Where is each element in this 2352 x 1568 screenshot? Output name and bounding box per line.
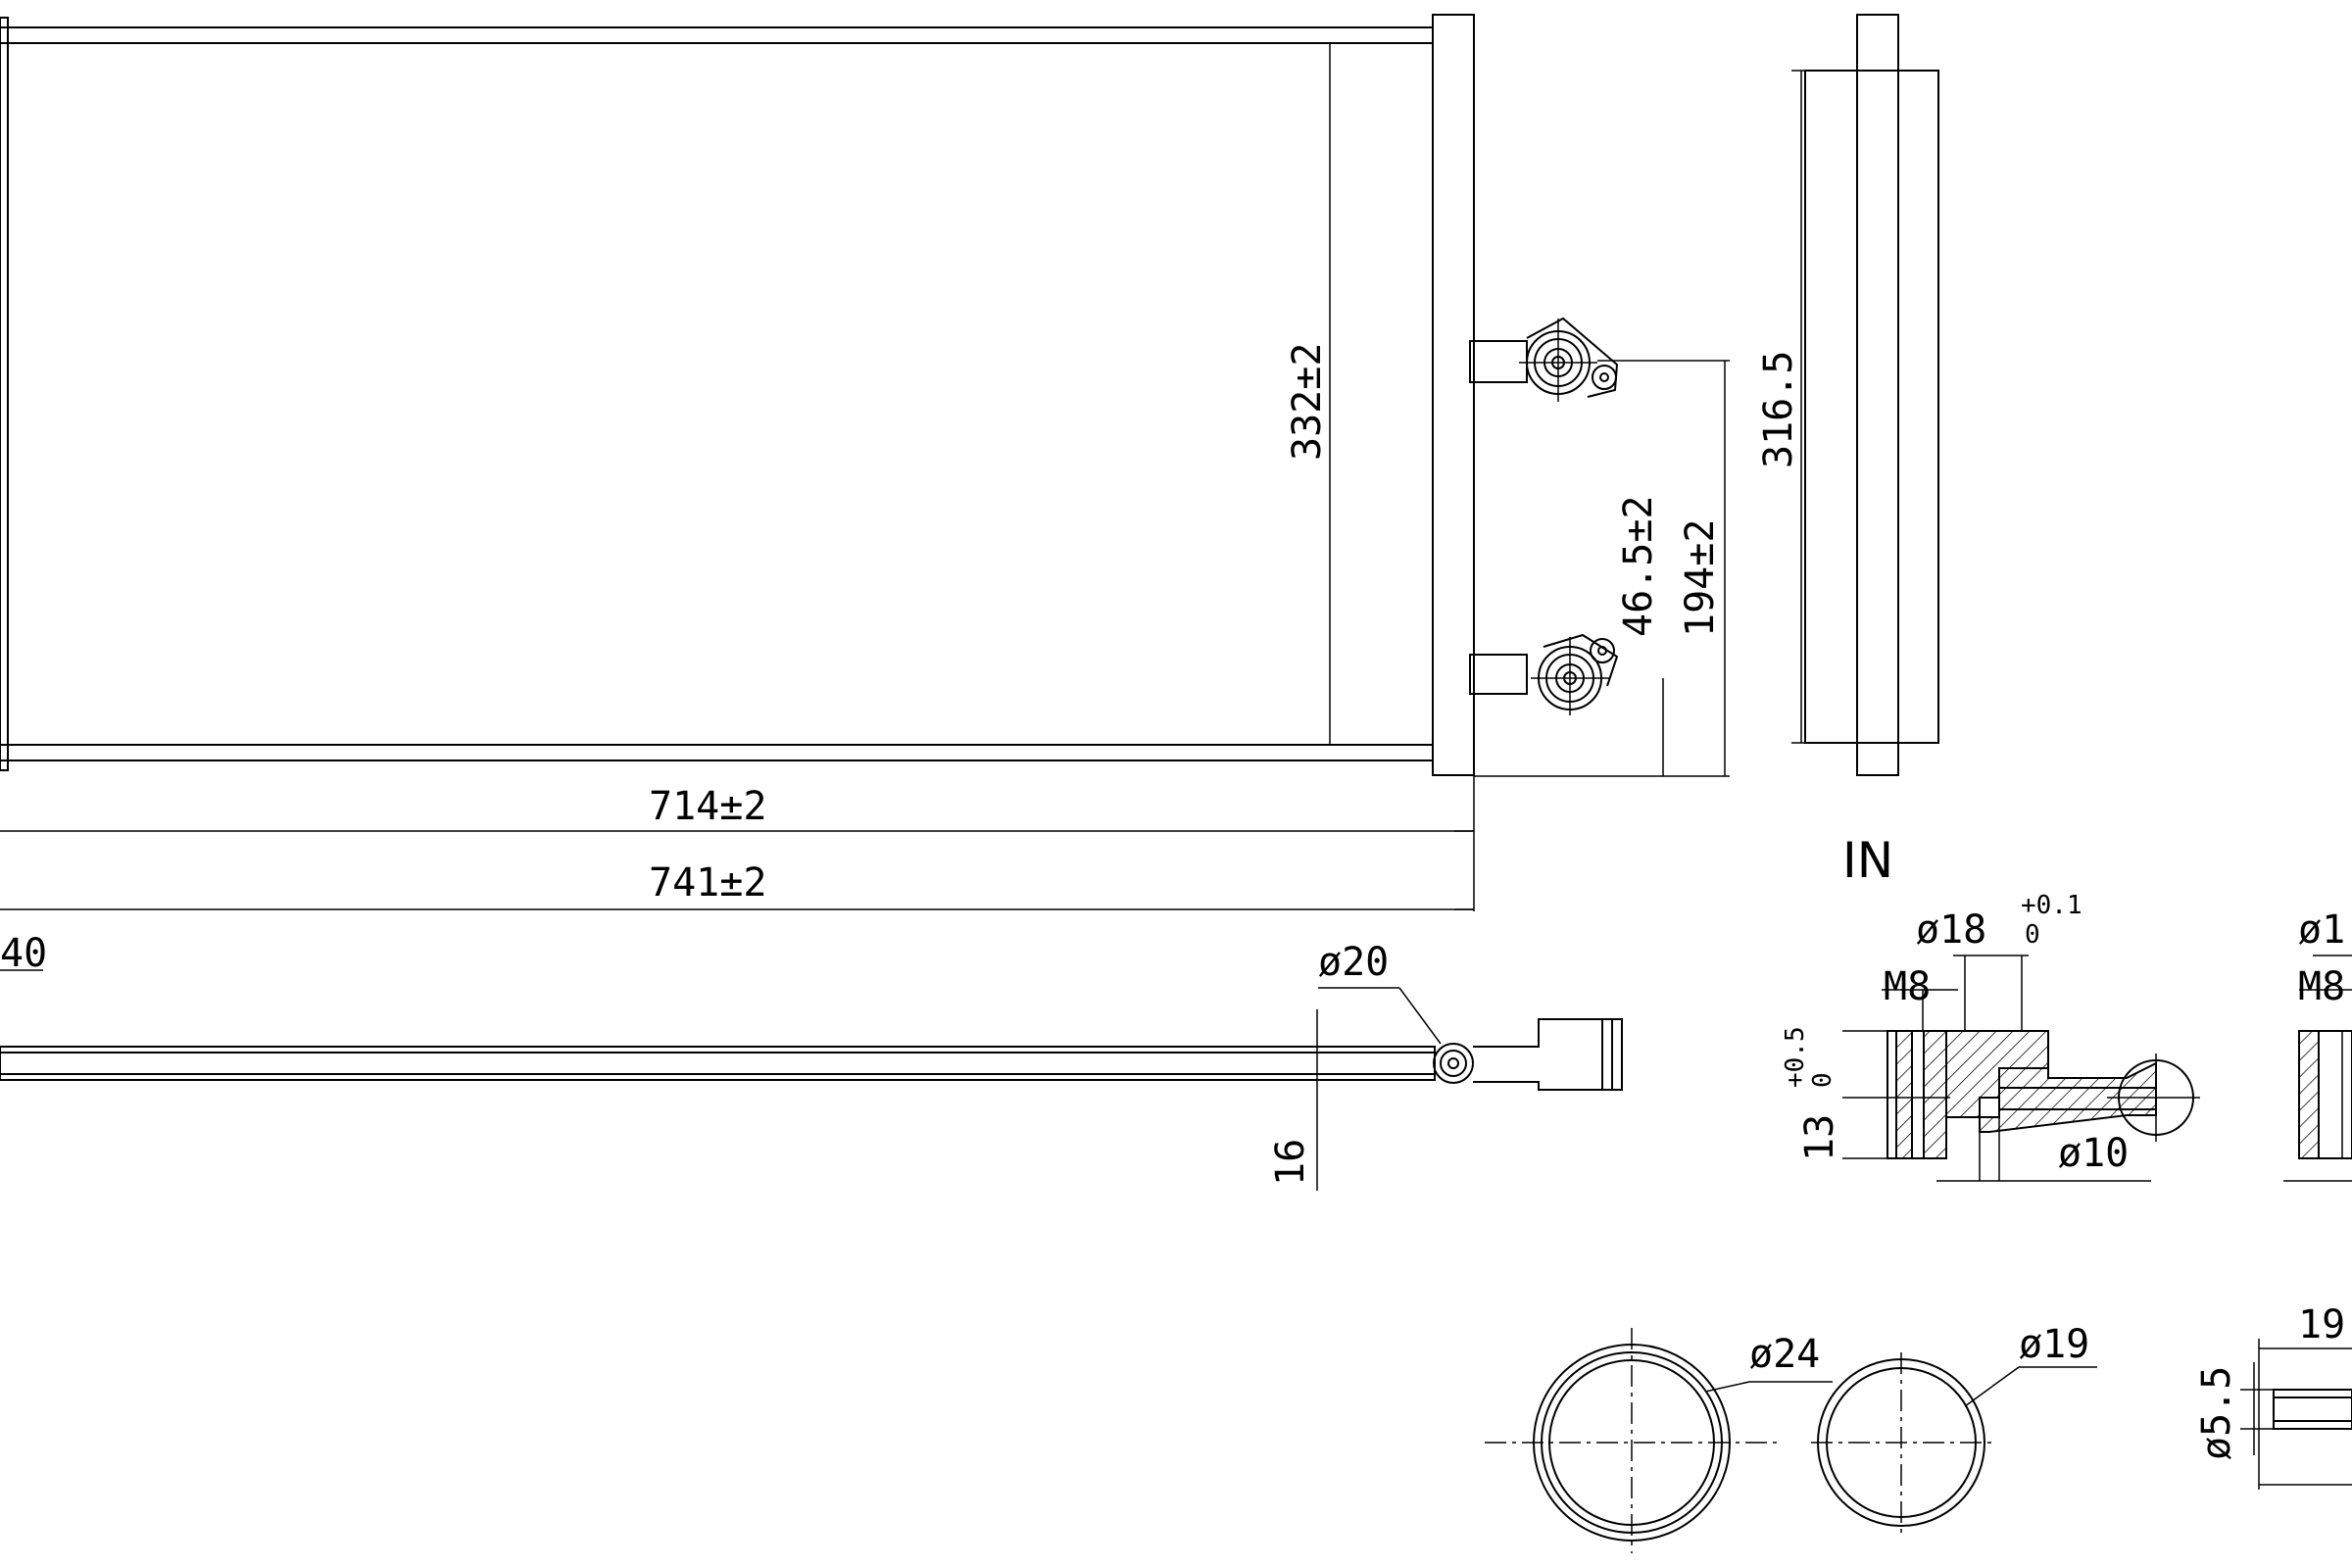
- dim-label-194: 194±2: [1678, 519, 1723, 637]
- pin-partial: [2240, 1339, 2352, 1490]
- dim-label-714: 714±2: [649, 784, 766, 829]
- tol-18-upper: +0.1: [2021, 891, 2082, 920]
- dim-label-40: 40: [0, 931, 47, 976]
- dim-label-m8-partial: M8: [2298, 964, 2345, 1009]
- right-tank: [1432, 14, 1475, 776]
- dim-label-d20: ø20: [1318, 940, 1389, 985]
- dim-label-741: 741±2: [649, 860, 766, 906]
- dim-label-d19: ø19: [2019, 1322, 2089, 1367]
- left-tank: [0, 17, 9, 771]
- dim-label-d24: ø24: [1749, 1332, 1820, 1377]
- dim-label-46-5: 46.5±2: [1616, 496, 1661, 638]
- o-ring-19: [1811, 1352, 2097, 1539]
- dim-label-d5-5: ø5.5: [2194, 1366, 2239, 1460]
- dim-label-d10: ø10: [2058, 1131, 2129, 1176]
- out-fitting-section-partial: [2283, 955, 2352, 1182]
- top-header-rail: [0, 26, 1434, 44]
- o-ring-24: [1485, 1328, 1833, 1553]
- in-label: IN: [1842, 832, 1893, 889]
- dim-label-d18: ø18: [1916, 907, 1986, 953]
- tol-13-lower: 0: [1808, 1072, 1838, 1088]
- condenser-side-view: [1791, 14, 1939, 776]
- upper-connector: [1469, 317, 1619, 402]
- in-fitting-section: [1842, 955, 2200, 1182]
- dim-label-332: 332±2: [1285, 343, 1330, 461]
- condenser-top-view: [0, 969, 1623, 1191]
- tol-13-upper: +0.5: [1781, 1026, 1810, 1088]
- side-dimensions: [1474, 360, 1730, 777]
- dim-label-d1-partial: ø1: [2298, 907, 2345, 953]
- dimension-labels: 332±2 714±2 741±2 40 316.5 194±2 46.5±2 …: [0, 343, 2345, 1460]
- lower-connector: [1469, 633, 1619, 715]
- length-dimensions: [0, 774, 1475, 911]
- dim-label-19-partial: 19: [2298, 1302, 2345, 1348]
- dim-label-13: 13: [1797, 1114, 1842, 1161]
- dim-label-16: 16: [1268, 1139, 1313, 1186]
- condenser-core: [0, 42, 1434, 746]
- dim-label-316-5: 316.5: [1756, 351, 1801, 468]
- condenser-front-view: [0, 14, 1475, 776]
- tol-18-lower: 0: [2025, 920, 2040, 950]
- dim-label-m8: M8: [1884, 964, 1931, 1009]
- bottom-header-rail: [0, 744, 1434, 761]
